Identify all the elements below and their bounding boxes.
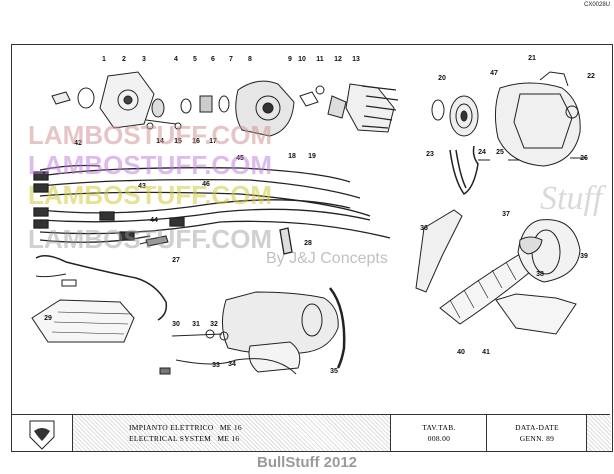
battery-cable-shield [31, 255, 168, 343]
callout-38: 38 [536, 271, 544, 278]
alternator-assembly [431, 71, 586, 195]
callout-20: 20 [438, 75, 446, 82]
date-label: DATA-DATE [515, 423, 559, 432]
callout-40: 40 [457, 349, 465, 356]
callout-15: 15 [174, 138, 182, 145]
callout-21: 21 [528, 55, 536, 62]
table-number-value: 008.00 [427, 434, 451, 443]
logo-cell [12, 415, 72, 451]
callout-36: 36 [420, 225, 428, 232]
callout-41: 41 [482, 349, 490, 356]
spark-plug [139, 235, 169, 247]
title-cell: IMPIANTO ELETTRICO ME 16 ELECTRICAL SYST… [72, 415, 391, 451]
callout-13: 13 [352, 56, 360, 63]
callout-25: 25 [496, 149, 504, 156]
air-duct-assembly [415, 209, 581, 335]
callout-43: 43 [138, 183, 146, 190]
callout-1: 1 [102, 56, 106, 63]
callout-22: 22 [587, 73, 595, 80]
starter-motor [159, 287, 346, 375]
callout-45: 45 [236, 155, 244, 162]
date-value: GENN. 89 [519, 434, 555, 443]
callout-6: 6 [211, 56, 215, 63]
callout-labels: 1 2 3 4 5 6 7 8 9 10 11 12 13 14 15 16 1… [44, 55, 595, 375]
callout-10: 10 [298, 56, 306, 63]
callout-12: 12 [334, 56, 342, 63]
callout-30: 30 [172, 321, 180, 328]
callout-2: 2 [122, 56, 126, 63]
callout-39: 39 [580, 253, 588, 260]
callout-42: 42 [74, 140, 82, 147]
callout-4: 4 [174, 56, 178, 63]
title-block: IMPIANTO ELETTRICO ME 16 ELECTRICAL SYST… [12, 414, 611, 451]
callout-5: 5 [193, 56, 197, 63]
callout-17: 17 [209, 138, 217, 145]
callout-44: 44 [150, 217, 158, 224]
callout-34: 34 [228, 361, 236, 368]
callout-8: 8 [248, 56, 252, 63]
callout-3: 3 [142, 56, 146, 63]
callout-33: 33 [212, 362, 220, 369]
callout-46: 46 [202, 181, 210, 188]
callout-47: 47 [490, 70, 498, 77]
date-cell: DATA-DATE GENN. 89 [486, 415, 587, 451]
ignition-leads [33, 164, 391, 255]
corner-cell [586, 415, 611, 451]
callout-11: 11 [316, 56, 324, 63]
callout-31: 31 [192, 321, 200, 328]
drawing-frame [11, 44, 613, 452]
footer-watermark: BullStuff 2012 [256, 454, 358, 471]
callout-9: 9 [288, 56, 292, 63]
distributor-assembly [51, 71, 399, 137]
callout-18: 18 [288, 153, 296, 160]
callout-19: 19 [308, 153, 316, 160]
lamborghini-bull-logo-icon [29, 420, 55, 450]
title-italian: IMPIANTO ELETTRICO [129, 423, 214, 432]
callout-28: 28 [304, 240, 312, 247]
callout-37: 37 [502, 211, 510, 218]
callout-24: 24 [478, 149, 486, 156]
callout-32: 32 [210, 321, 218, 328]
title-english: ELECTRICAL SYSTEM [129, 434, 212, 443]
model-code-1: ME 16 [219, 423, 242, 432]
callout-7: 7 [229, 56, 233, 63]
callout-27: 27 [172, 257, 180, 264]
callout-16: 16 [192, 138, 200, 145]
callout-23: 23 [426, 151, 434, 158]
callout-35: 35 [330, 368, 338, 375]
callout-29: 29 [44, 315, 52, 322]
callout-26: 26 [580, 155, 588, 162]
callout-14: 14 [156, 138, 164, 145]
model-code-2: ME 16 [217, 434, 240, 443]
table-number-label: TAV.TAB. [422, 423, 456, 432]
table-number-cell: TAV.TAB. 008.00 [390, 415, 487, 451]
sheet-code: CX0028U [583, 2, 610, 8]
